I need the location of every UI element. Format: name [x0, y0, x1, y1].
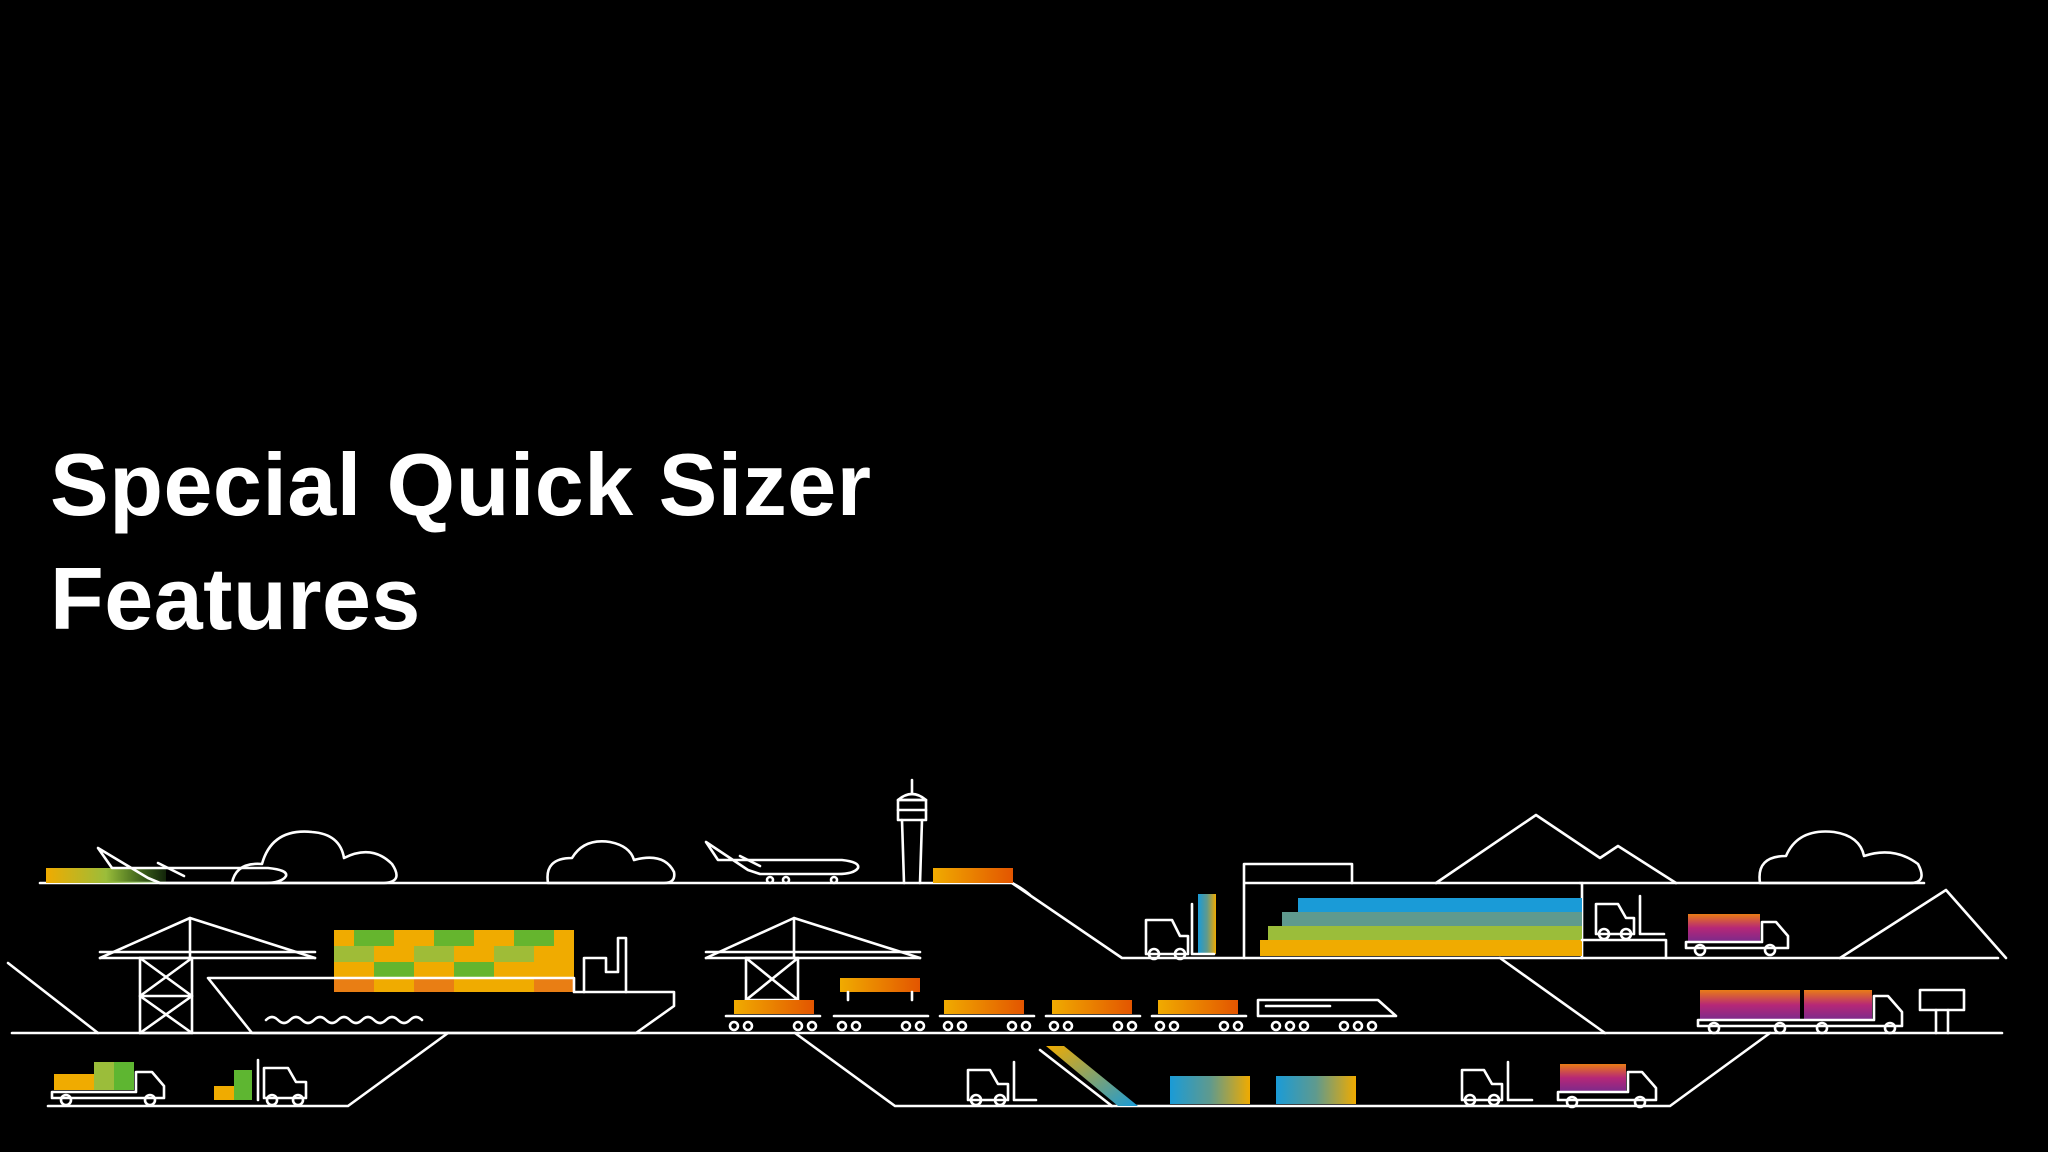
slide-title: Special Quick Sizer Features: [50, 428, 871, 656]
forklift-icon: [966, 1060, 1038, 1107]
forklift-icon: [1144, 894, 1216, 961]
cloud-icon: [546, 840, 676, 885]
airplane-icon: [46, 846, 288, 885]
logistics-illustration: [0, 760, 2048, 1152]
container-stack: [1170, 1076, 1356, 1104]
forklift-icon: [1460, 1060, 1534, 1107]
container-stack: [933, 868, 1013, 883]
cloud-icon: [230, 830, 398, 885]
truck-icon: [50, 1062, 166, 1107]
signpost-icon: [1918, 988, 1966, 1035]
warehouse-icon: [1242, 862, 1584, 960]
slide-title-line-2: Features: [50, 549, 421, 648]
airplane-icon: [704, 840, 860, 885]
train-icon: [724, 998, 1398, 1032]
cargo-ship-icon: [206, 930, 676, 1035]
cloud-icon: [1758, 830, 1923, 885]
mountain-icon: [1434, 813, 2008, 960]
forklift-icon: [214, 1058, 308, 1107]
conveyor-icon: [1038, 1046, 1138, 1108]
truck-icon: [1696, 990, 1904, 1035]
truck-icon: [1684, 914, 1790, 957]
truck-icon: [1556, 1064, 1658, 1109]
slide-title-line-1: Special Quick Sizer: [50, 435, 872, 534]
crane-icon: [704, 916, 922, 1002]
forklift-icon: [1580, 894, 1668, 960]
control-tower-icon: [896, 778, 928, 885]
crane-icon: [98, 916, 317, 1035]
